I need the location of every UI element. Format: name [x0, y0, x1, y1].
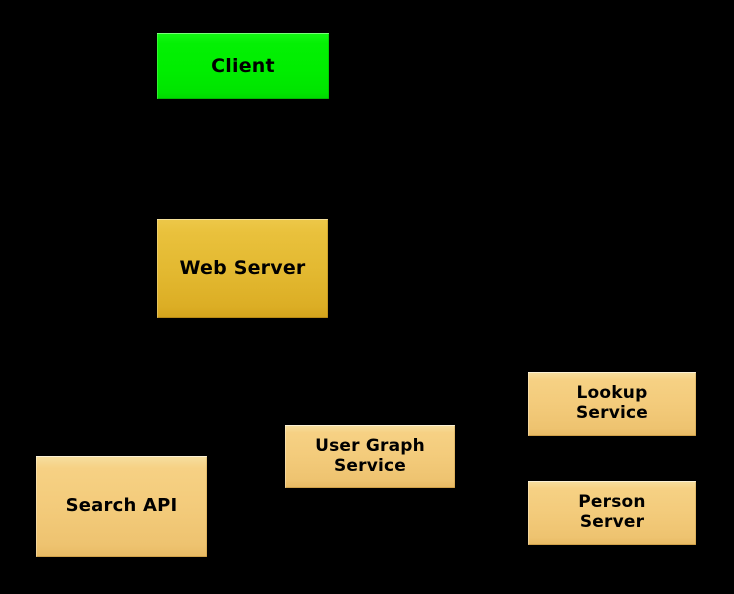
node-label-client: Client [211, 54, 275, 77]
node-label-lookup-service: Lookup Service [575, 383, 649, 423]
node-person-server[interactable]: Person Server [528, 481, 696, 545]
node-label-person-server: Person Server [578, 492, 646, 532]
node-search-api[interactable]: Search API [36, 456, 207, 557]
node-label-search-api: Search API [65, 495, 178, 517]
node-web-server[interactable]: Web Server [157, 219, 328, 318]
node-user-graph-service[interactable]: User Graph Service [285, 425, 455, 488]
node-lookup-service[interactable]: Lookup Service [528, 372, 696, 436]
node-label-user-graph-service: User Graph Service [315, 435, 425, 476]
node-client[interactable]: Client [157, 33, 329, 99]
node-label-web-server: Web Server [179, 257, 306, 280]
